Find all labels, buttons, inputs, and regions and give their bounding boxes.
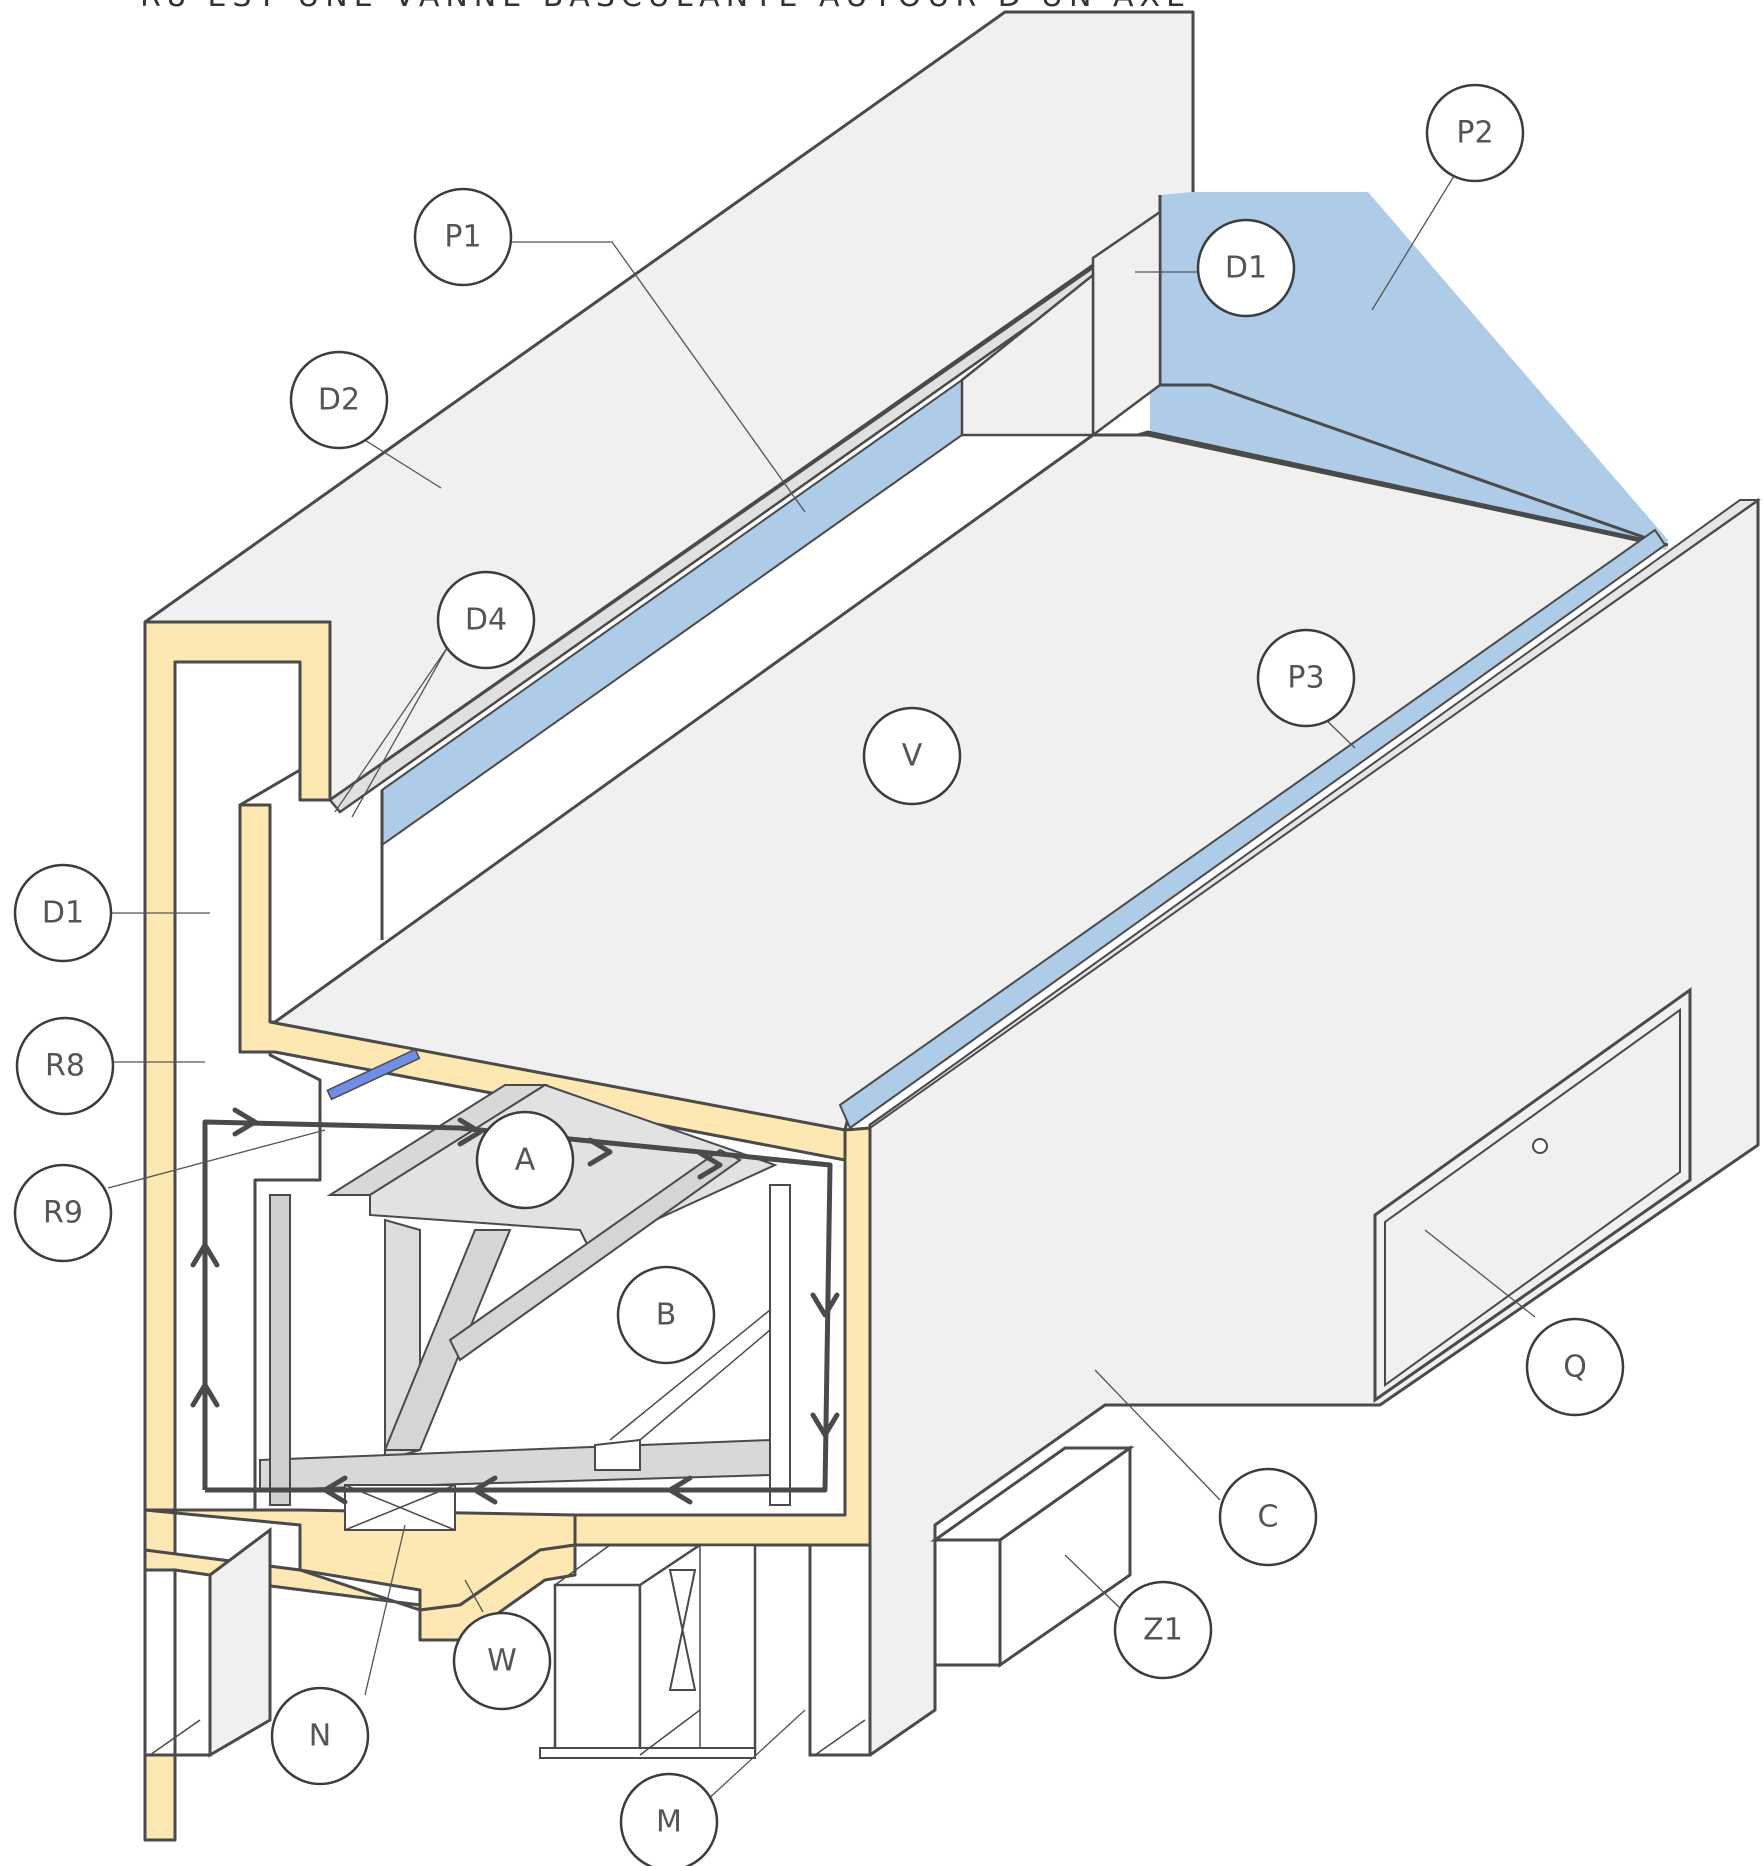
svg-text:P3: P3 [1287, 661, 1324, 696]
callout-w: W [452, 1611, 552, 1711]
door-handle [1532, 1138, 1548, 1154]
svg-text:M: M [656, 1805, 682, 1840]
callout-d4: D4 [436, 570, 536, 670]
callout-q: Q [1525, 1317, 1625, 1417]
access-door [1373, 987, 1692, 1403]
callout-b: B [616, 1265, 716, 1365]
callout-c: C [1218, 1467, 1318, 1567]
svg-text:D4: D4 [465, 603, 507, 638]
callout-v: V [862, 706, 962, 806]
svg-text:N: N [309, 1719, 331, 1754]
callout-p1: P1 [413, 187, 513, 287]
canopy-back-wall [960, 272, 1095, 437]
callout-r9: R9 [13, 1163, 113, 1263]
base-legs [143, 1527, 872, 1758]
svg-text:D1: D1 [42, 896, 84, 931]
front-air-channel [838, 528, 1667, 1130]
svg-text:C: C [1258, 1500, 1279, 1535]
airflow-loop [190, 1107, 840, 1505]
callout-n: N [270, 1686, 370, 1786]
svg-text:P1: P1 [444, 220, 481, 255]
compressor-unit [539, 1543, 757, 1759]
callout-d1-top: D1 [1196, 218, 1296, 318]
svg-text:R8: R8 [45, 1049, 85, 1084]
left-inner-duct [173, 660, 322, 1512]
callout-z1: Z1 [1113, 1580, 1213, 1680]
svg-text:Q: Q [1563, 1350, 1587, 1385]
z1-unit [930, 1445, 1135, 1668]
diagram-caption: R8 EST UNE VANNE BASCULANTE AUTOUR D'UN … [140, 0, 1191, 14]
svg-text:P2: P2 [1456, 116, 1493, 151]
svg-text:A: A [515, 1143, 536, 1178]
callout-m: M [619, 1772, 719, 1866]
svg-text:Z1: Z1 [1143, 1613, 1183, 1648]
svg-text:W: W [487, 1644, 517, 1679]
leader-lines [105, 157, 1536, 1803]
svg-text:V: V [902, 739, 923, 774]
svg-text:B: B [656, 1298, 677, 1333]
svg-text:R9: R9 [43, 1196, 83, 1231]
right-side-panel [868, 498, 1760, 1757]
callout-d1-left: D1 [13, 863, 113, 963]
callout-p3: P3 [1256, 628, 1356, 728]
svg-text:D1: D1 [1225, 251, 1267, 286]
svg-text:D2: D2 [318, 383, 360, 418]
callout-d2: D2 [289, 350, 389, 450]
callout-a: A [475, 1110, 575, 1210]
callout-p2: P2 [1425, 83, 1525, 183]
callout-r8: R8 [15, 1016, 115, 1116]
